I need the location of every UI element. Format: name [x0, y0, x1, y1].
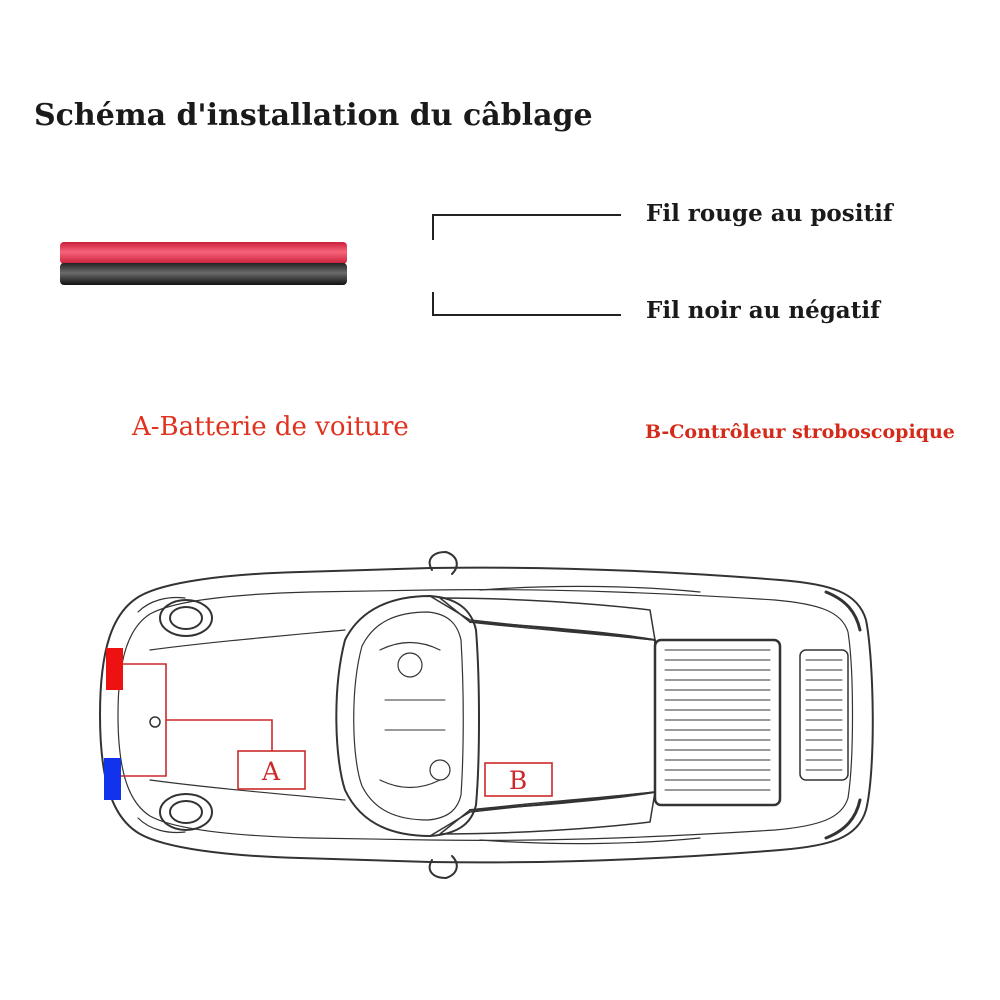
negative-terminal: [104, 758, 121, 800]
mirror-bottom: [428, 855, 458, 879]
windshield: [335, 595, 480, 837]
car-body-outline: [99, 566, 874, 864]
battery-label: A-Batterie de voiture: [132, 412, 409, 442]
red-wire: [60, 242, 347, 264]
controller-box: [484, 762, 553, 797]
diagram-title: Schéma d'installation du câblage: [34, 98, 593, 133]
positive-terminal: [106, 648, 123, 690]
controller-box-letter: B: [509, 766, 527, 795]
battery-box: [237, 750, 306, 790]
rear-window: [653, 638, 782, 807]
controller-label: B-Contrôleur stroboscopique: [645, 421, 955, 443]
red-wire-label: Fil rouge au positif: [646, 200, 893, 227]
wire-positive-to-a: [116, 663, 273, 752]
black-wire: [60, 263, 347, 285]
black-wire-leader: [432, 292, 621, 316]
battery-box-letter: A: [261, 757, 281, 786]
red-wire-leader: [432, 214, 621, 240]
wire-negative-to-a: [116, 720, 167, 777]
black-wire-label: Fil noir au négatif: [646, 297, 880, 324]
mirror-top: [428, 551, 458, 575]
